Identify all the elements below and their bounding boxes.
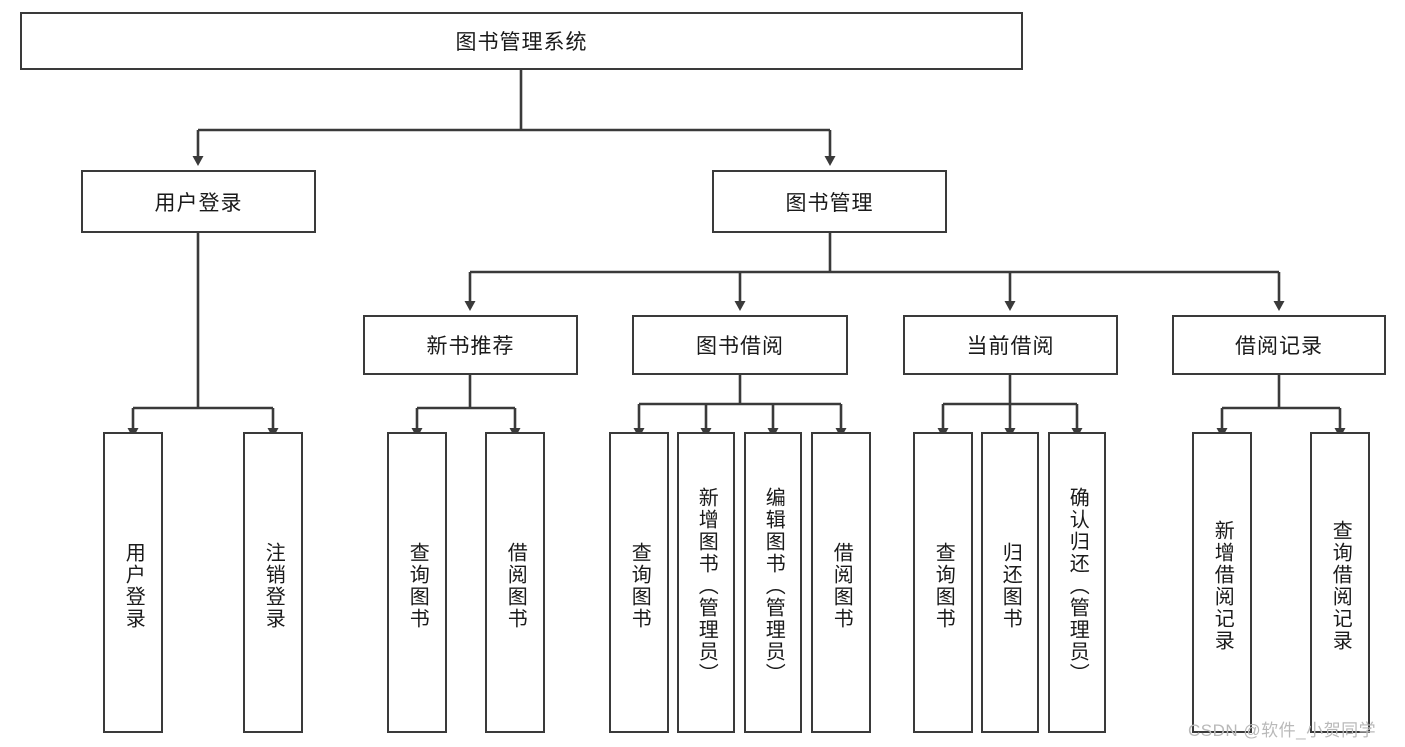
leaf-recommend-borrow-book[interactable]: 借阅图书 (485, 432, 545, 733)
leaf-user-login-signin[interactable]: 用户登录 (103, 432, 163, 733)
leaf-borrow-query-book[interactable]: 查询图书 (609, 432, 669, 733)
watermark-text: CSDN @软件_小贺同学 (1188, 721, 1377, 740)
leaf-record-query-record[interactable]: 查询借阅记录 (1310, 432, 1370, 733)
leaf-borrow-borrow-book[interactable]: 借阅图书 (811, 432, 871, 733)
leaf-current-confirm-return[interactable]: 确认归还（管理员） (1048, 432, 1106, 733)
node-current-borrow[interactable]: 当前借阅 (903, 315, 1118, 375)
node-book-borrow[interactable]: 图书借阅 (632, 315, 848, 375)
leaf-current-return-book[interactable]: 归还图书 (981, 432, 1039, 733)
node-book-management[interactable]: 图书管理 (712, 170, 947, 233)
node-borrow-record[interactable]: 借阅记录 (1172, 315, 1386, 375)
leaf-current-query-book[interactable]: 查询图书 (913, 432, 973, 733)
node-new-book-recommend[interactable]: 新书推荐 (363, 315, 578, 375)
leaf-borrow-add-book[interactable]: 新增图书（管理员） (677, 432, 735, 733)
leaf-recommend-query-book[interactable]: 查询图书 (387, 432, 447, 733)
leaf-user-login-signout[interactable]: 注销登录 (243, 432, 303, 733)
leaf-record-add-record[interactable]: 新增借阅记录 (1192, 432, 1252, 733)
node-user-login[interactable]: 用户登录 (81, 170, 316, 233)
node-root[interactable]: 图书管理系统 (20, 12, 1023, 70)
leaf-borrow-edit-book[interactable]: 编辑图书（管理员） (744, 432, 802, 733)
